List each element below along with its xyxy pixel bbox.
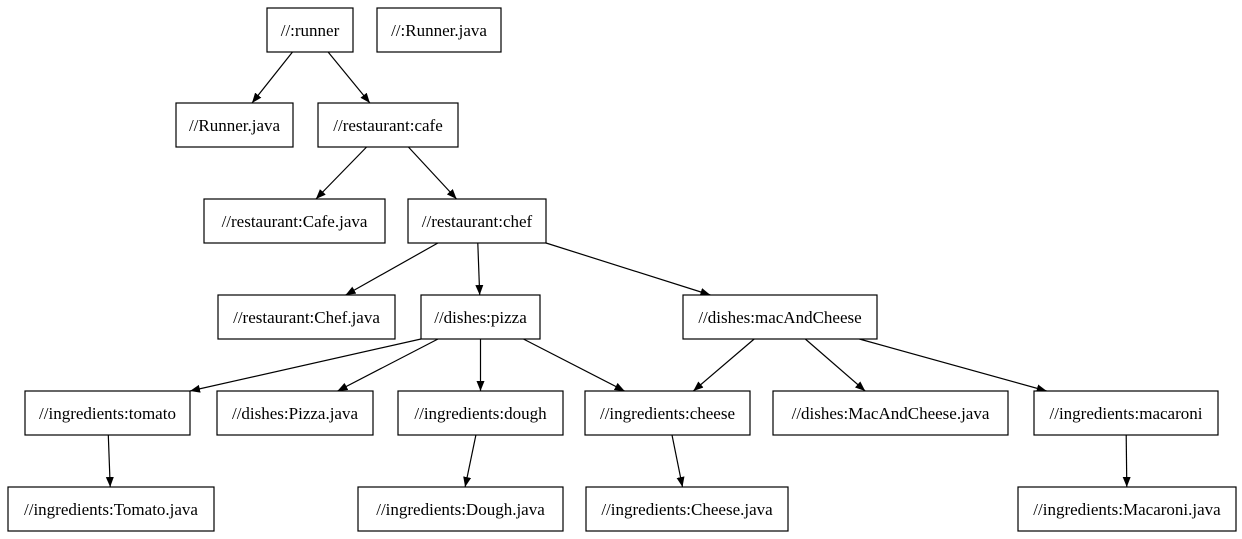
- node-runner: //:runner: [266, 7, 354, 53]
- node-box: [682, 294, 878, 340]
- node-label: //ingredients:macaroni: [1050, 404, 1203, 423]
- node-box: [407, 198, 547, 244]
- node-box: [216, 390, 374, 436]
- edge-mac_and_cheese-to-mac_and_cheese_java: [804, 338, 866, 392]
- node-label: //dishes:macAndCheese: [698, 308, 861, 327]
- node-label: //:runner: [281, 21, 340, 40]
- node-box: [584, 390, 751, 436]
- node-box: [266, 7, 354, 53]
- node-chef: //restaurant:chef: [407, 198, 547, 244]
- node-mac_and_cheese: //dishes:macAndCheese: [682, 294, 878, 340]
- node-label: //ingredients:Macaroni.java: [1033, 500, 1221, 519]
- node-label: //ingredients:dough: [414, 404, 547, 423]
- node-runner_src_isolated: //:Runner.java: [376, 7, 502, 53]
- node-label: //restaurant:Chef.java: [233, 308, 380, 327]
- edge-dough-to-dough_java: [463, 434, 477, 488]
- edge-pizza-to-tomato: [189, 338, 422, 393]
- edges-layer: [105, 51, 1131, 488]
- node-box: [1017, 486, 1237, 532]
- node-box: [420, 294, 541, 340]
- edge-mac_and_cheese-to-cheese: [692, 338, 755, 392]
- edge-mac_and_cheese-to-macaroni: [859, 338, 1047, 393]
- node-label: //dishes:pizza: [434, 308, 527, 327]
- node-label: //dishes:MacAndCheese.java: [792, 404, 990, 423]
- edge-cheese-to-cheese_java: [671, 434, 685, 488]
- node-label: //Runner.java: [189, 116, 281, 135]
- edge-cafe-to-cafe_java: [315, 146, 368, 200]
- edge-runner-to-runner_java: [251, 51, 293, 104]
- node-box: [203, 198, 386, 244]
- edge-chef-to-chef_java: [345, 242, 439, 296]
- node-pizza: //dishes:pizza: [420, 294, 541, 340]
- node-label: //:Runner.java: [391, 21, 487, 40]
- node-box: [357, 486, 564, 532]
- node-label: //ingredients:Cheese.java: [601, 500, 773, 519]
- node-box: [317, 102, 459, 148]
- node-tomato: //ingredients:tomato: [24, 390, 191, 436]
- node-label: //ingredients:tomato: [39, 404, 176, 423]
- node-dough: //ingredients:dough: [397, 390, 564, 436]
- node-box: [175, 102, 294, 148]
- node-dough_java: //ingredients:Dough.java: [357, 486, 564, 532]
- node-label: //restaurant:chef: [422, 212, 533, 231]
- node-box: [585, 486, 789, 532]
- edge-tomato-to-tomato_java: [105, 434, 114, 488]
- node-mac_and_cheese_java: //dishes:MacAndCheese.java: [772, 390, 1009, 436]
- node-label: //ingredients:Dough.java: [376, 500, 545, 519]
- node-box: [772, 390, 1009, 436]
- node-macaroni_java: //ingredients:Macaroni.java: [1017, 486, 1237, 532]
- node-box: [376, 7, 502, 53]
- node-cafe_java: //restaurant:Cafe.java: [203, 198, 386, 244]
- node-box: [217, 294, 396, 340]
- node-cheese_java: //ingredients:Cheese.java: [585, 486, 789, 532]
- nodes-layer: //:runner //:Runner.java //Runner.java //re…: [7, 7, 1237, 532]
- node-cheese: //ingredients:cheese: [584, 390, 751, 436]
- node-chef_java: //restaurant:Chef.java: [217, 294, 396, 340]
- node-label: //ingredients:cheese: [600, 404, 735, 423]
- edge-runner-to-cafe: [327, 51, 371, 104]
- edge-macaroni-to-macaroni_java: [1122, 434, 1131, 488]
- node-label: //restaurant:cafe: [333, 116, 443, 135]
- node-macaroni: //ingredients:macaroni: [1033, 390, 1219, 436]
- node-box: [7, 486, 215, 532]
- edge-pizza-to-pizza_java: [337, 338, 439, 392]
- node-cafe: //restaurant:cafe: [317, 102, 459, 148]
- node-label: //dishes:Pizza.java: [232, 404, 359, 423]
- node-box: [24, 390, 191, 436]
- node-runner_java: //Runner.java: [175, 102, 294, 148]
- node-box: [1033, 390, 1219, 436]
- edge-chef-to-mac_and_cheese: [545, 242, 711, 296]
- edge-pizza-to-cheese: [523, 338, 625, 392]
- node-label: //ingredients:Tomato.java: [24, 500, 198, 519]
- node-box: [397, 390, 564, 436]
- edge-chef-to-pizza: [475, 242, 484, 296]
- edge-cafe-to-chef: [407, 146, 458, 200]
- node-pizza_java: //dishes:Pizza.java: [216, 390, 374, 436]
- node-label: //restaurant:Cafe.java: [222, 212, 368, 231]
- node-tomato_java: //ingredients:Tomato.java: [7, 486, 215, 532]
